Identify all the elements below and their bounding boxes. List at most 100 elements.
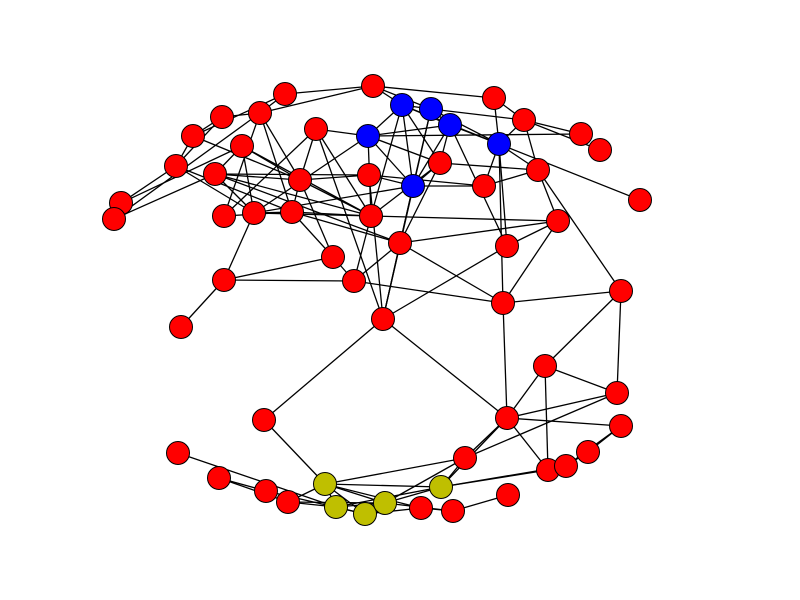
graph-edge xyxy=(223,212,255,281)
graph-edge xyxy=(223,112,261,217)
graph-node-red xyxy=(242,201,266,225)
graph-node-blue xyxy=(390,93,414,117)
graph-edge xyxy=(382,318,508,419)
graph-edge xyxy=(113,173,216,220)
graph-edge xyxy=(506,392,618,419)
graph-node-red xyxy=(203,162,227,186)
graph-edge xyxy=(372,85,495,99)
graph-edge xyxy=(223,128,317,217)
graph-edge xyxy=(506,417,622,427)
graph-node-red xyxy=(321,245,345,269)
graph-edge xyxy=(368,174,485,187)
graph-edge xyxy=(370,215,559,222)
graph-node-red xyxy=(212,204,236,228)
graph-node-blue xyxy=(438,113,462,137)
graph-node-red xyxy=(102,207,126,231)
graph-edge xyxy=(412,108,432,187)
graph-edge xyxy=(291,211,401,244)
graph-node-red xyxy=(546,209,570,233)
graph-edge xyxy=(223,279,355,282)
graph-edge xyxy=(616,290,622,394)
graph-node-red xyxy=(495,234,519,258)
graph-node-red xyxy=(212,268,236,292)
graph-node-red xyxy=(342,269,366,293)
graph-node-red xyxy=(164,154,188,178)
graph-edge xyxy=(370,104,403,217)
graph-node-red xyxy=(252,408,276,432)
graph-node-red xyxy=(371,307,395,331)
graph-edge xyxy=(367,124,451,137)
graph-edge xyxy=(498,143,508,247)
graph-edge xyxy=(368,174,384,320)
graph-edge xyxy=(263,419,326,485)
graph-node-red xyxy=(609,279,633,303)
graph-node-red xyxy=(276,490,300,514)
graph-node-red xyxy=(428,151,452,175)
graph-edge xyxy=(523,119,601,151)
graph-node-red xyxy=(166,441,190,465)
graph-edge xyxy=(399,242,504,304)
graph-edge xyxy=(175,165,255,214)
graph-node-red xyxy=(491,291,515,315)
graph-node-red xyxy=(288,168,312,192)
graph-node-red xyxy=(280,200,304,224)
graph-node-red xyxy=(388,231,412,255)
graph-edge xyxy=(384,457,466,504)
graph-node-yellow xyxy=(373,491,397,515)
graph-node-red xyxy=(628,188,652,212)
graph-edge xyxy=(177,452,337,508)
graph-edge xyxy=(214,173,301,181)
graph-node-blue xyxy=(356,124,380,148)
graph-node-red xyxy=(512,108,536,132)
graph-edge xyxy=(299,179,372,217)
graph-node-red xyxy=(609,414,633,438)
graph-node-red xyxy=(482,86,506,110)
graph-node-red xyxy=(357,163,381,187)
graph-node-yellow xyxy=(324,495,348,519)
graph-edge xyxy=(498,143,504,304)
graph-edge xyxy=(544,365,618,394)
graph-node-red xyxy=(210,105,234,129)
graph-edge xyxy=(464,392,618,459)
graph-edge xyxy=(401,104,414,187)
graph-node-red xyxy=(576,440,600,464)
graph-node-red xyxy=(361,74,385,98)
graph-edge xyxy=(367,133,582,137)
graph-node-red xyxy=(526,158,550,182)
graph-edge xyxy=(259,112,293,213)
graph-edge xyxy=(399,220,559,244)
graph-edge xyxy=(259,85,374,114)
graph-edge xyxy=(502,220,559,304)
graph-node-red xyxy=(248,101,272,125)
graph-node-red xyxy=(605,381,629,405)
graph-edge xyxy=(544,365,549,471)
graph-node-red xyxy=(453,446,477,470)
graph-edge xyxy=(502,290,622,304)
graph-edge xyxy=(214,173,401,244)
graph-edge xyxy=(367,135,441,164)
graph-edge xyxy=(324,483,422,509)
graph-node-red xyxy=(496,483,520,507)
graph-node-red xyxy=(554,454,578,478)
graph-node-red xyxy=(230,134,254,158)
graph-node-red xyxy=(304,117,328,141)
graph-edge xyxy=(537,169,622,292)
edges xyxy=(113,85,641,515)
graph-edge xyxy=(253,135,369,214)
graph-node-red xyxy=(441,499,465,523)
graph-edge xyxy=(430,108,525,121)
graph-edge xyxy=(259,112,301,181)
graph-edge xyxy=(291,211,372,217)
graph-edge xyxy=(218,477,289,503)
graph-node-yellow xyxy=(313,472,337,496)
graph-edge xyxy=(253,185,414,214)
graph-edge xyxy=(502,302,508,419)
graph-node-red xyxy=(533,354,557,378)
graph-node-red xyxy=(472,174,496,198)
graph-node-red xyxy=(588,138,612,162)
graph-edge xyxy=(430,108,500,145)
graph-node-red xyxy=(254,479,278,503)
graph-edge xyxy=(439,162,539,171)
graph-node-red xyxy=(409,496,433,520)
